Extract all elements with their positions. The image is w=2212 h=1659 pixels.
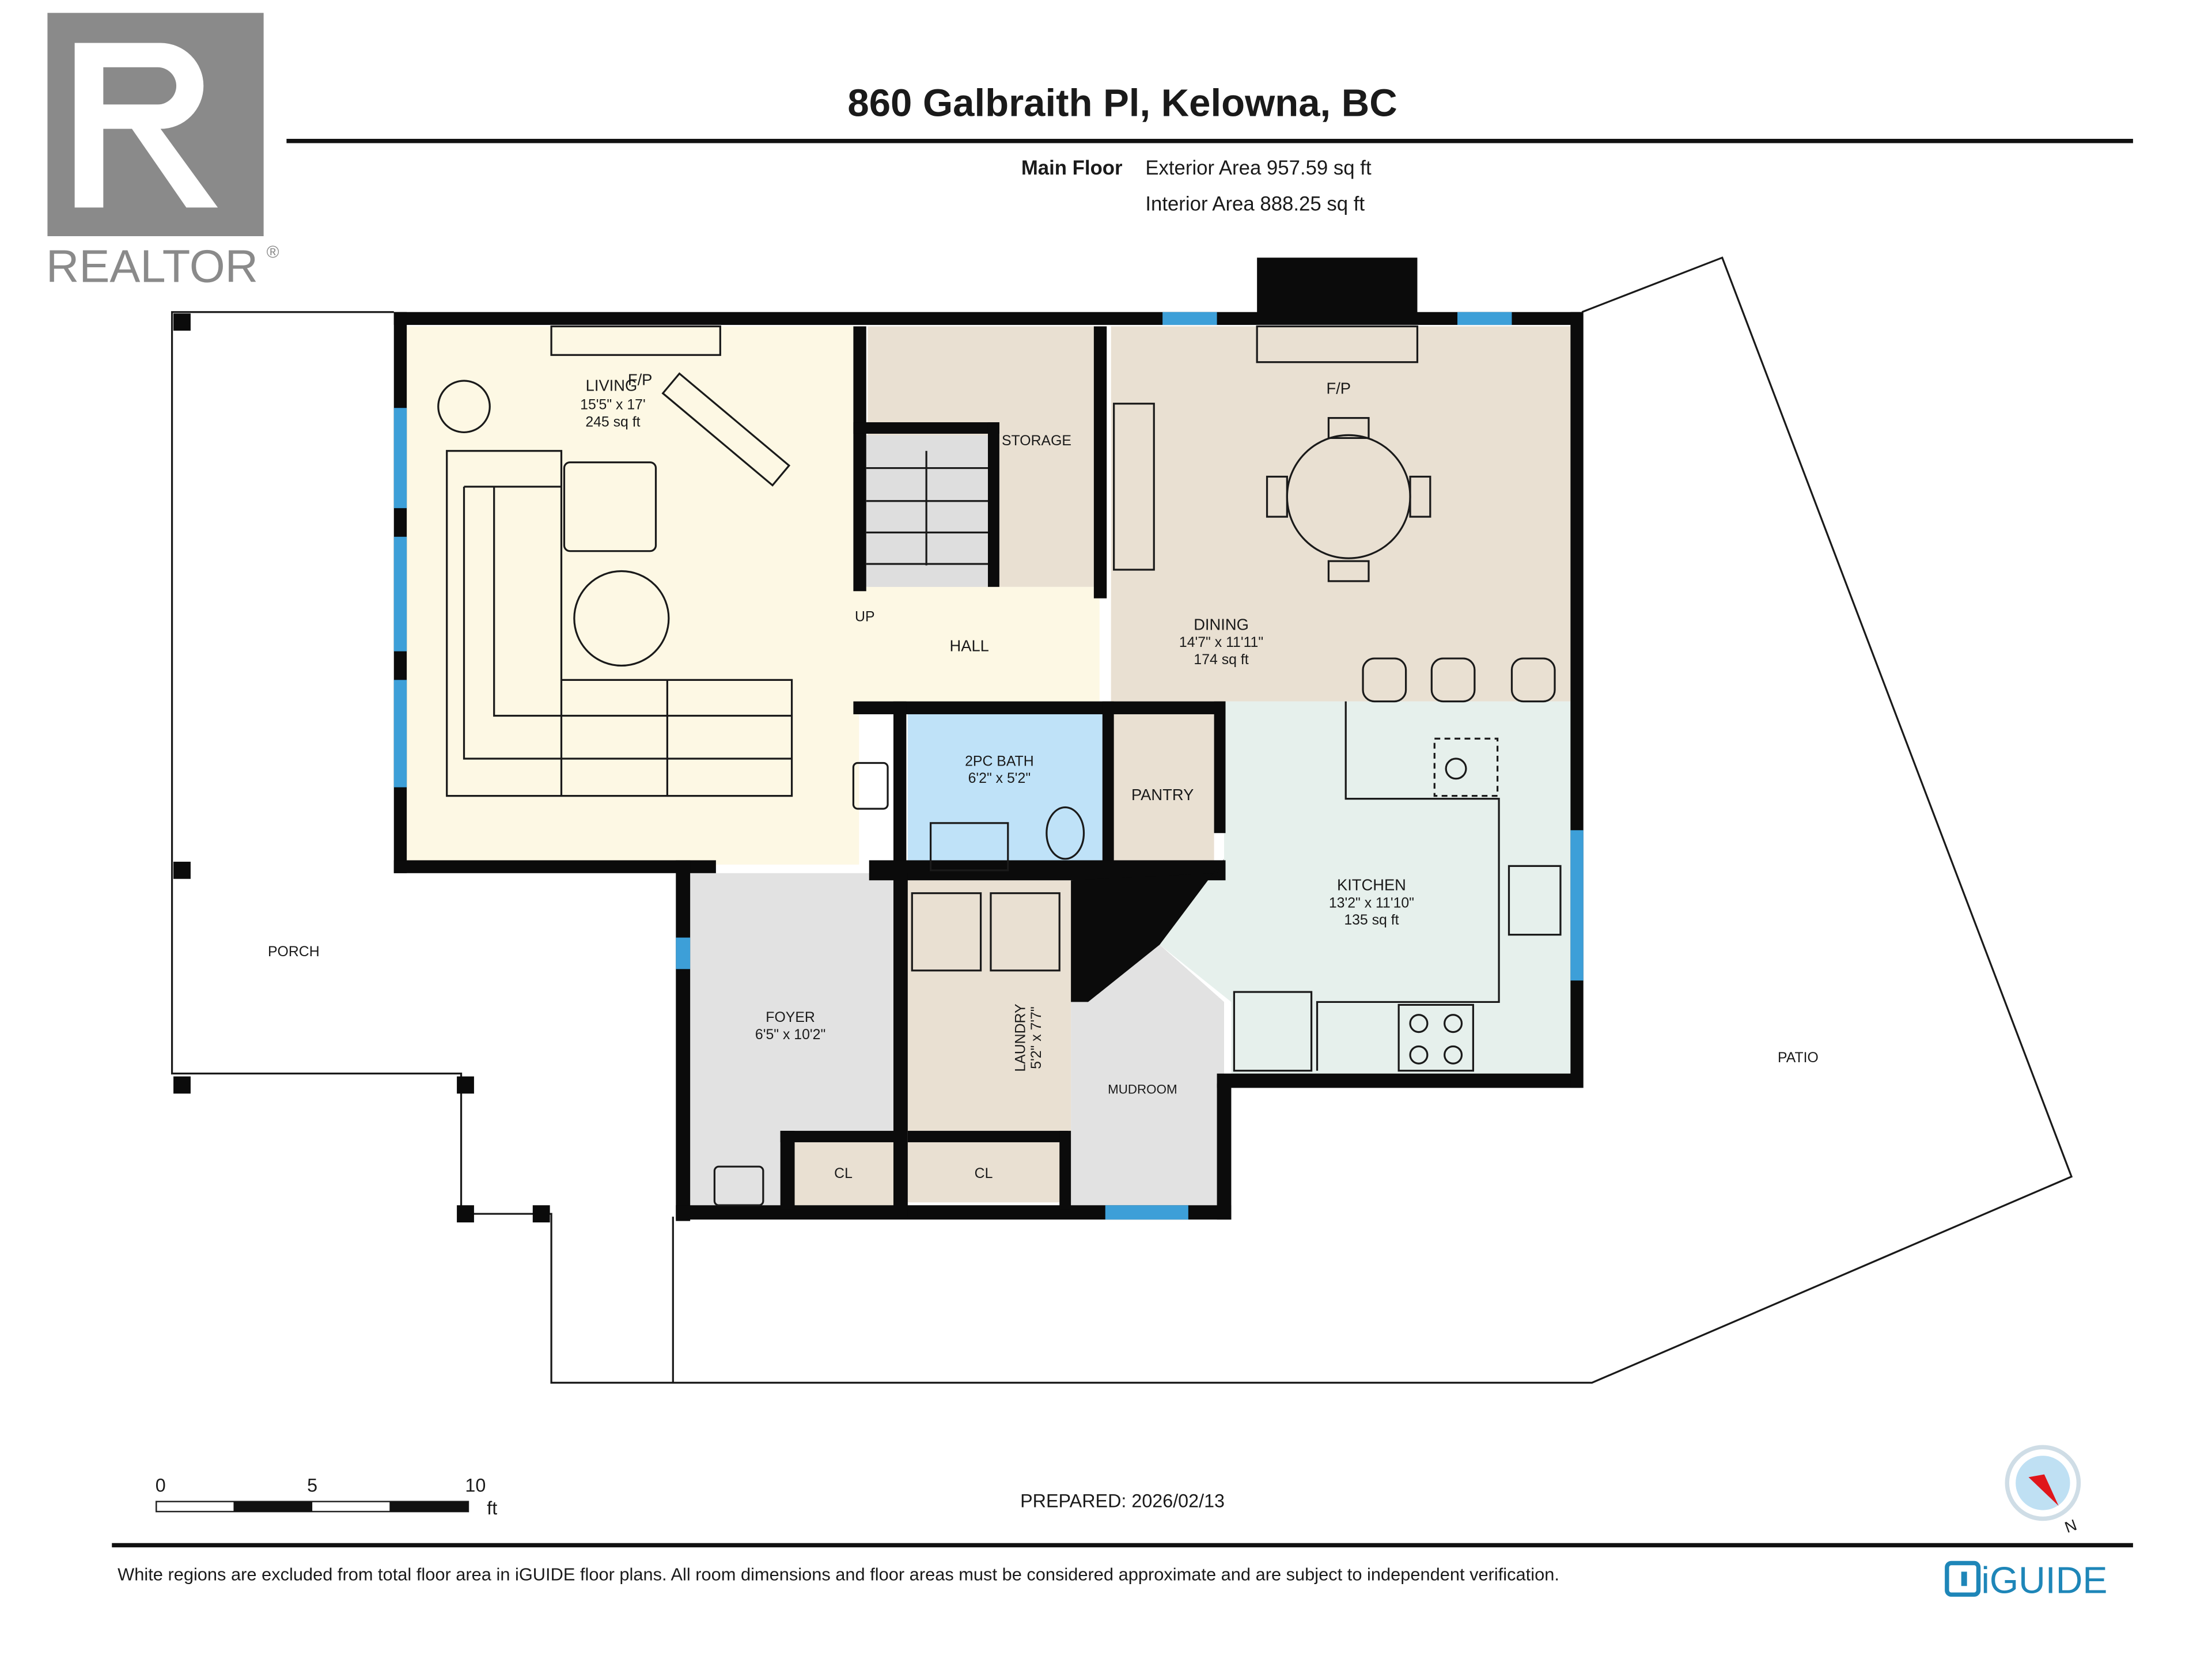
- realtor-mark: ®: [267, 243, 279, 262]
- windows: [393, 312, 1584, 1220]
- laundry-name: LAUNDRY: [1013, 1003, 1029, 1072]
- pantry-floor: [1111, 713, 1214, 873]
- living-dims: 15'5" x 17': [580, 397, 646, 413]
- storage-name: STORAGE: [1002, 433, 1071, 449]
- living-area: 245 sq ft: [585, 415, 640, 430]
- pantry-name: PANTRY: [1131, 786, 1194, 804]
- room-labels: LIVING F/P 15'5" x 17' 245 sq ft STORAGE…: [268, 370, 1819, 1181]
- closet1-floor: [791, 1141, 895, 1206]
- scale-tick-10: 10: [465, 1475, 486, 1495]
- living-hall-floor: [405, 326, 1100, 865]
- dining-floor: [1111, 326, 1571, 702]
- kitchen-name: KITCHEN: [1337, 876, 1406, 894]
- mudroom-name: MUDROOM: [1108, 1082, 1177, 1096]
- scale-unit: ft: [487, 1498, 497, 1518]
- patio-name: PATIO: [1778, 1050, 1819, 1066]
- footer-divider: [112, 1543, 2133, 1548]
- prepared-date: PREPARED: 2026/02/13: [1020, 1491, 1225, 1512]
- header-divider: [286, 139, 2133, 143]
- dining-area: 174 sq ft: [1194, 652, 1248, 668]
- furniture: [437, 325, 1562, 1206]
- foyer-name: FOYER: [766, 1010, 815, 1025]
- bath-name: 2PC BATH: [965, 753, 1034, 769]
- living-fp-label: F/P: [628, 370, 653, 388]
- scale-bar: 0 5 10 ft: [156, 1475, 498, 1518]
- patio-outline: [673, 256, 2073, 1384]
- dining-name: DINING: [1194, 615, 1249, 633]
- disclaimer: White regions are excluded from total fl…: [118, 1564, 1559, 1584]
- foyer-dims: 6'5" x 10'2": [755, 1027, 825, 1043]
- exterior-area: Exterior Area 957.59 sq ft: [1145, 157, 1372, 179]
- kitchen-floor: [1160, 701, 1571, 1074]
- kitchen-dims: 13'2" x 11'10": [1329, 895, 1414, 911]
- dining-dims: 14'7" x 11'11": [1179, 635, 1263, 650]
- floor-label: Main Floor: [1021, 157, 1123, 179]
- living-name: LIVING: [586, 376, 638, 394]
- page-title: 860 Galbraith Pl, Kelowna, BC: [847, 81, 1397, 124]
- porch-posts: [173, 313, 550, 1223]
- closet1-name: CL: [834, 1166, 853, 1181]
- scale-tick-0: 0: [156, 1475, 166, 1495]
- mudroom-floor: [1071, 945, 1225, 1206]
- compass-north: N: [2062, 1516, 2079, 1536]
- closet2-name: CL: [975, 1166, 993, 1181]
- scale-tick-5: 5: [307, 1475, 317, 1495]
- dining-fp-label: F/P: [1327, 379, 1351, 397]
- stairs-floor: [866, 435, 995, 587]
- realtor-text: REALTOR: [46, 241, 258, 292]
- kitchen-area: 135 sq ft: [1344, 912, 1399, 928]
- interior-area: Interior Area 888.25 sq ft: [1145, 193, 1365, 215]
- laundry-dims: 5'2" x 7'7": [1029, 1006, 1044, 1069]
- compass-icon: N: [2005, 1445, 2081, 1536]
- bath-floor: [907, 713, 1103, 870]
- room-fills: [405, 326, 1571, 1206]
- stairs-up-label: UP: [855, 609, 875, 624]
- iguide-text: iGUIDE: [1982, 1560, 2108, 1601]
- realtor-logo: REALTOR ®: [46, 13, 279, 292]
- bath-dims: 6'2" x 5'2": [968, 771, 1031, 786]
- laundry-floor: [907, 880, 1071, 1203]
- iguide-logo: iGUIDE: [1945, 1560, 2108, 1601]
- porch-name: PORCH: [268, 944, 320, 960]
- hall-name: HALL: [950, 637, 989, 655]
